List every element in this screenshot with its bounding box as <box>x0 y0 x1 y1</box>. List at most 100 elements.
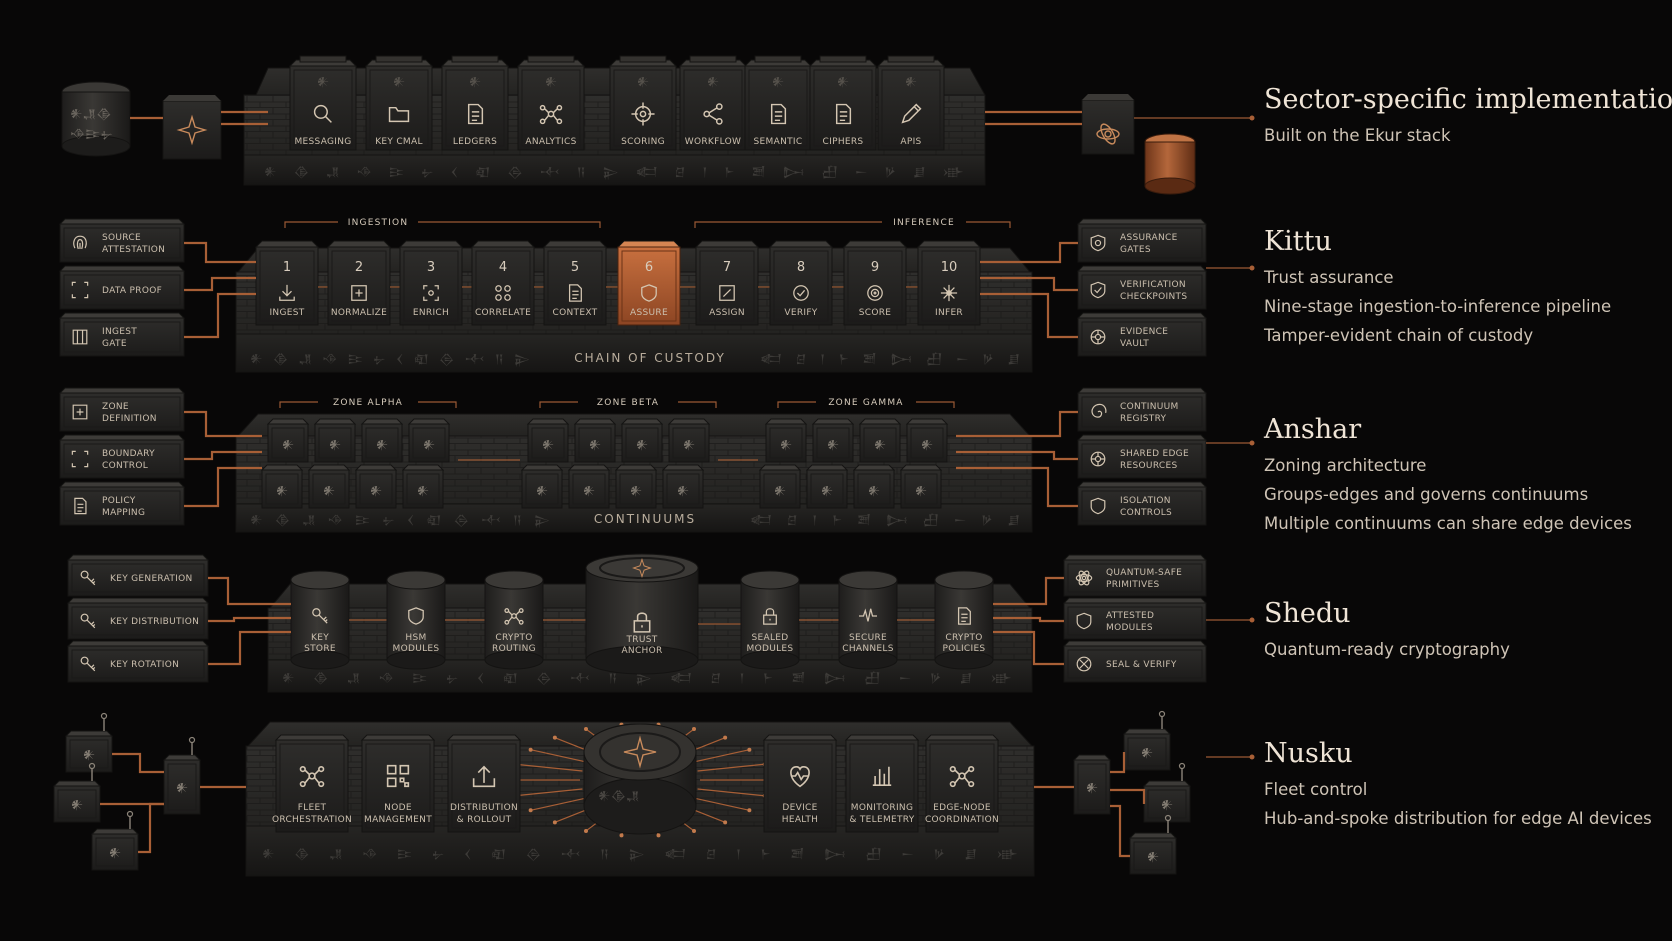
cuneiform-band: 𒀭𒆠𒂗𒈾𒄿𒉡𒌋𒊏𒁲𒋾𒀀𒉌𒅗𒆪𒁹𒈨𒍪𒄖𒌷𒀸𒃻𒋗𒀝 <box>264 165 964 180</box>
zone-node: 𒀭 <box>620 418 664 463</box>
nusku-panel-label: MANAGEMENT <box>364 815 432 825</box>
zone-node-glyph: 𒀭 <box>780 438 793 452</box>
cuneiform-glyph: 𒀭 <box>637 75 650 89</box>
edge-device: 𒀭 <box>1072 754 1112 815</box>
shedu-layer: 𒀭𒆠𒂗𒈾𒄿𒉡𒌋𒊏𒁲𒋾𒀀𒉌𒅗𒆪𒁹𒈨𒍪𒄖𒌷𒀸𒃻𒋗𒀝 KEYSTOREHSMMODUL… <box>66 553 1255 693</box>
search-icon <box>313 104 332 123</box>
network-icon <box>949 765 975 788</box>
layer-title: Nusku <box>1264 738 1353 769</box>
layer-line: Zoning architecture <box>1264 456 1427 476</box>
kittu-right-block-label: EVIDENCE <box>1120 327 1168 337</box>
layer-title: Kittu <box>1264 226 1332 257</box>
zone-node: 𒀭 <box>401 464 445 509</box>
cuneiform-glyph: 𒀭 <box>707 75 720 89</box>
anshar-right-block-label: ISOLATION <box>1120 496 1171 506</box>
anshar-description: Anshar Zoning architecture Groups-edges … <box>1264 414 1664 538</box>
frame-icon <box>71 450 89 468</box>
zone-node-glyph: 𒀭 <box>589 438 602 452</box>
cylinder-label: ROUTING <box>492 644 536 654</box>
layer-title: Anshar <box>1264 414 1362 445</box>
zone-node-glyph: 𒀭 <box>370 484 383 498</box>
key-icon <box>312 608 328 624</box>
zone-node: 𒀭 <box>899 464 943 509</box>
check-badge-icon <box>793 285 809 301</box>
zone-node-glyph: 𒀭 <box>915 484 928 498</box>
edit-icon <box>719 285 735 301</box>
edge-device: 𒀭 <box>52 762 102 823</box>
anshar-left-block-label: DEFINITION <box>102 414 157 424</box>
document-icon <box>770 103 787 125</box>
anshar-left-block-label: CONTROL <box>102 461 148 471</box>
stage-label: ENRICH <box>413 308 449 318</box>
zone-node-glyph: 𒀭 <box>921 438 934 452</box>
zone-node: 𒀭 <box>573 418 617 463</box>
zone-node-glyph: 𒀭 <box>423 438 436 452</box>
shedu-left-block-label: KEY GENERATION <box>110 574 193 584</box>
heart-pulse-icon <box>790 765 810 788</box>
columns-icon <box>72 329 88 345</box>
stage-number: 8 <box>797 260 805 275</box>
download-icon <box>279 284 295 301</box>
zone-node-glyph: 𒀭 <box>827 438 840 452</box>
cylinder-label: STORE <box>304 644 336 654</box>
zone-node-glyph: 𒀭 <box>868 484 881 498</box>
anshar-left-block-label: ZONE <box>102 402 129 412</box>
layer-line: Fleet control <box>1264 780 1368 800</box>
zone-node-glyph: 𒀭 <box>583 484 596 498</box>
cylinder-label: ANCHOR <box>621 646 662 656</box>
anshar-left-block-label: BOUNDARY <box>102 449 155 459</box>
zone-node: 𒀭 <box>852 464 896 509</box>
stage-number: 10 <box>941 260 958 275</box>
shedu-right-block-label: QUANTUM-SAFE <box>1106 568 1182 578</box>
svg-text:𒀭𒆠𒂗𒈾𒄿𒉡𒌋𒊏𒁲𒋾𒀀𒉌𒅗𒆪𒁹: 𒀭𒆠𒂗𒈾𒄿𒉡𒌋𒊏𒁲𒋾𒀀𒉌𒅗𒆪𒁹𒈨𒍪𒄖𒌷𒀸𒃻𒋗𒀝 <box>262 847 1018 862</box>
zone-node: 𒀭 <box>260 464 304 509</box>
bars-icon <box>872 766 892 787</box>
atom-icon <box>1075 570 1093 586</box>
shield-icon <box>1090 497 1106 515</box>
cuneiform-glyph: 𒀭 <box>545 75 558 89</box>
shield-icon <box>641 284 657 302</box>
ekur-module-label: LEDGERS <box>453 137 497 147</box>
zone-node: 𒀭 <box>667 418 711 463</box>
kittu-right-block-label: CHECKPOINTS <box>1120 292 1187 302</box>
expand-icon <box>423 285 439 301</box>
zone-node: 𒀭 <box>266 418 310 463</box>
inference-label: INFERENCE <box>893 218 955 228</box>
layer-line: Groups-edges and governs continuums <box>1264 485 1589 505</box>
lock-icon <box>633 612 651 633</box>
kittu-left-block-label: GATE <box>102 339 127 349</box>
stage-label: CONTEXT <box>553 308 598 318</box>
stage-label: INGEST <box>269 308 304 318</box>
kittu-left-block-label: ATTESTATION <box>102 245 165 255</box>
nusku-panel-label: DISTRIBUTION <box>450 803 518 813</box>
cylinder-label: MODULES <box>747 644 794 654</box>
anshar-left-block: ZONE DEFINITION <box>58 387 186 432</box>
zone-node-glyph: 𒀭 <box>376 438 389 452</box>
kittu-right-block-label: VERIFICATION <box>1120 280 1186 290</box>
shedu-left-block: KEY ROTATION <box>66 640 210 683</box>
layer-title: Shedu <box>1264 598 1351 629</box>
link-icon <box>495 285 511 301</box>
stage-label: SCORE <box>859 308 892 318</box>
kittu-left-block-label: INGEST <box>102 327 137 337</box>
edge-device-glyph: 𒀭 <box>1147 850 1160 864</box>
edge-device: 𒀭 <box>1128 814 1178 875</box>
stage-label: NORMALIZE <box>331 308 387 318</box>
zone-node-glyph: 𒀭 <box>630 484 643 498</box>
shedu-right-block-label: ATTESTED <box>1106 611 1154 621</box>
